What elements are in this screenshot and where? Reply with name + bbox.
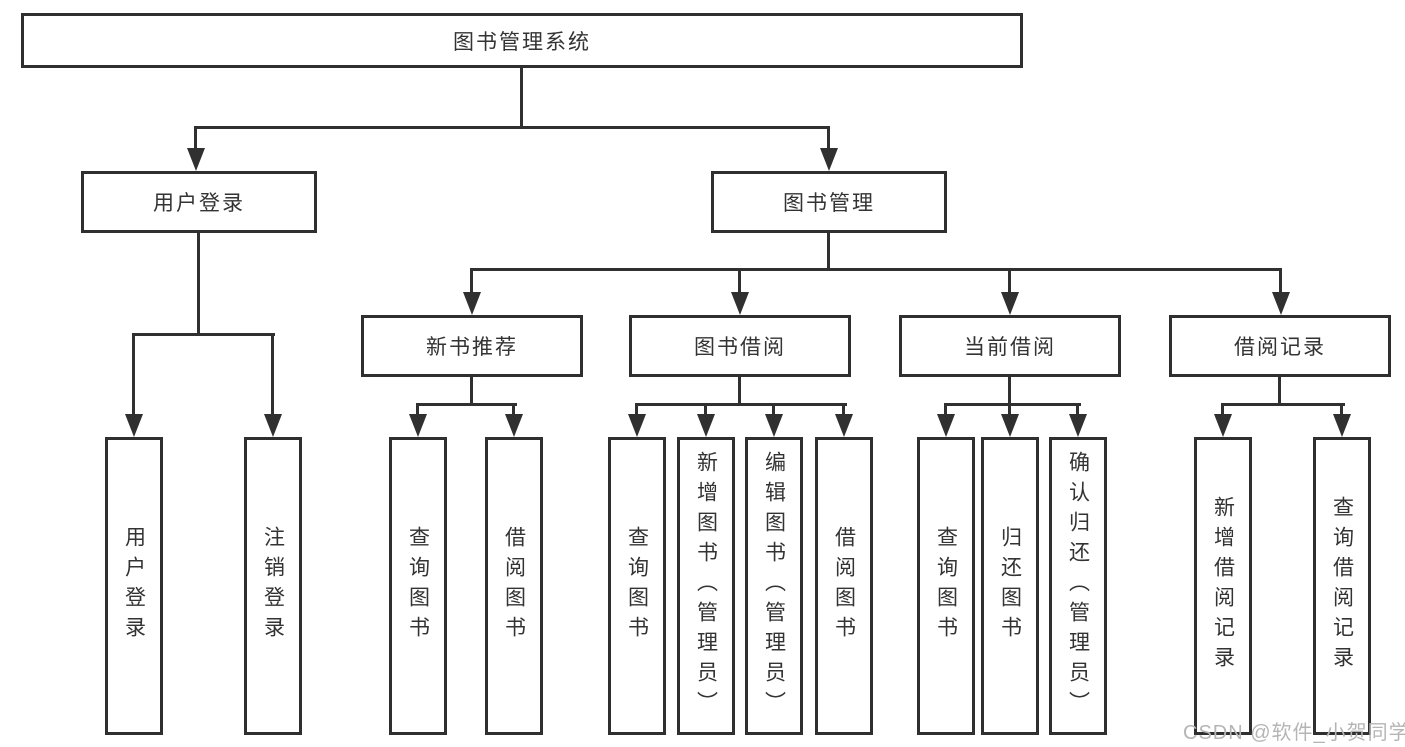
leaf-borrow-books-recommend: 借阅图书 xyxy=(485,437,543,735)
arrow-down xyxy=(1001,414,1019,437)
arrow-down xyxy=(1214,414,1232,437)
node-book-management: 图书管理 xyxy=(711,171,947,233)
arrow-down xyxy=(697,414,715,437)
leaf-user-login-label: 用户登录 xyxy=(122,526,146,646)
connector-line xyxy=(416,403,517,406)
leaf-borrow-books-label: 借阅图书 xyxy=(832,526,856,646)
node-current-borrowing-label: 当前借阅 xyxy=(964,336,1056,359)
connector-line xyxy=(512,403,515,415)
arrow-down xyxy=(1272,292,1290,315)
connector-line xyxy=(1278,377,1281,406)
connector-line xyxy=(827,233,830,271)
leaf-add-books-admin: 新增图书（管理员） xyxy=(677,437,735,735)
arrow-down xyxy=(765,414,783,437)
connector-line xyxy=(738,377,741,406)
node-root-label: 图书管理系统 xyxy=(453,30,591,54)
leaf-edit-books-admin: 编辑图书（管理员） xyxy=(745,437,803,735)
arrow-down xyxy=(835,414,853,437)
connector-line xyxy=(1221,403,1224,415)
connector-line xyxy=(194,126,830,129)
connector-line xyxy=(1008,403,1011,415)
arrow-down xyxy=(125,414,143,437)
node-new-book-recommend-label: 新书推荐 xyxy=(426,336,518,359)
connector-line xyxy=(1008,377,1011,406)
leaf-logout-label: 注销登录 xyxy=(261,526,285,646)
connector-line xyxy=(635,403,638,415)
connector-line xyxy=(1340,403,1343,415)
connector-line xyxy=(470,377,473,406)
connector-line xyxy=(271,333,274,415)
arrow-down xyxy=(409,414,427,437)
connector-line xyxy=(944,403,947,415)
connector-line xyxy=(738,268,741,292)
node-current-borrowing: 当前借阅 xyxy=(899,315,1121,377)
connector-line xyxy=(842,403,845,415)
node-new-book-recommend: 新书推荐 xyxy=(361,315,583,377)
arrow-down xyxy=(937,414,955,437)
arrow-down xyxy=(1333,414,1351,437)
connector-line xyxy=(520,68,523,128)
leaf-logout: 注销登录 xyxy=(244,437,302,735)
leaf-query-borrow-record-label: 查询借阅记录 xyxy=(1330,496,1354,676)
connector-line xyxy=(944,403,1081,406)
leaf-edit-books-admin-label: 编辑图书（管理员） xyxy=(762,451,786,721)
node-user-login: 用户登录 xyxy=(81,171,317,233)
connector-line xyxy=(194,126,197,150)
leaf-borrow-books-recommend-label: 借阅图书 xyxy=(502,526,526,646)
leaf-confirm-return-admin-label: 确认归还（管理员） xyxy=(1066,451,1090,721)
connector-line xyxy=(132,333,135,415)
connector-line xyxy=(416,403,419,415)
leaf-borrow-books: 借阅图书 xyxy=(815,437,873,735)
arrow-down xyxy=(628,414,646,437)
arrow-down xyxy=(731,292,749,315)
leaf-user-login: 用户登录 xyxy=(105,437,163,735)
leaf-query-books-borrowing-label: 查询图书 xyxy=(625,526,649,646)
leaf-query-books-current-label: 查询图书 xyxy=(934,526,958,646)
connector-line xyxy=(1008,268,1011,292)
leaf-return-books-label: 归还图书 xyxy=(998,526,1022,646)
leaf-add-books-admin-label: 新增图书（管理员） xyxy=(694,451,718,721)
node-book-borrowing-label: 图书借阅 xyxy=(694,336,786,359)
connector-line xyxy=(772,403,775,415)
connector-line xyxy=(704,403,707,415)
arrow-down xyxy=(1001,292,1019,315)
connector-line xyxy=(197,233,200,336)
connector-line xyxy=(470,268,1282,271)
leaf-query-books-borrowing: 查询图书 xyxy=(608,437,666,735)
connector-line xyxy=(470,268,473,292)
connector-line xyxy=(1221,403,1345,406)
node-borrowing-records-label: 借阅记录 xyxy=(1234,336,1326,359)
leaf-query-books-recommend-label: 查询图书 xyxy=(406,526,430,646)
leaf-return-books: 归还图书 xyxy=(981,437,1039,735)
node-borrowing-records: 借阅记录 xyxy=(1169,315,1391,377)
leaf-add-borrow-record-label: 新增借阅记录 xyxy=(1211,496,1235,676)
leaf-query-books-current: 查询图书 xyxy=(917,437,975,735)
node-book-management-label: 图书管理 xyxy=(783,192,875,215)
connector-line xyxy=(1279,268,1282,292)
connector-line xyxy=(635,403,847,406)
leaf-add-borrow-record: 新增借阅记录 xyxy=(1194,437,1252,735)
arrow-down xyxy=(505,414,523,437)
csdn-watermark: CSDN @软件_小贺同学 xyxy=(1183,722,1405,744)
leaf-query-books-recommend: 查询图书 xyxy=(389,437,447,735)
leaf-query-borrow-record: 查询借阅记录 xyxy=(1313,437,1371,735)
arrow-down xyxy=(820,148,838,171)
connector-line xyxy=(132,333,275,336)
node-root: 图书管理系统 xyxy=(21,13,1023,68)
node-book-borrowing: 图书借阅 xyxy=(629,315,851,377)
arrow-down xyxy=(187,148,205,171)
connector-line xyxy=(1076,403,1079,415)
connector-line xyxy=(827,126,830,150)
arrow-down xyxy=(463,292,481,315)
leaf-confirm-return-admin: 确认归还（管理员） xyxy=(1049,437,1107,735)
arrow-down xyxy=(264,414,282,437)
arrow-down xyxy=(1069,414,1087,437)
node-user-login-label: 用户登录 xyxy=(153,192,245,215)
